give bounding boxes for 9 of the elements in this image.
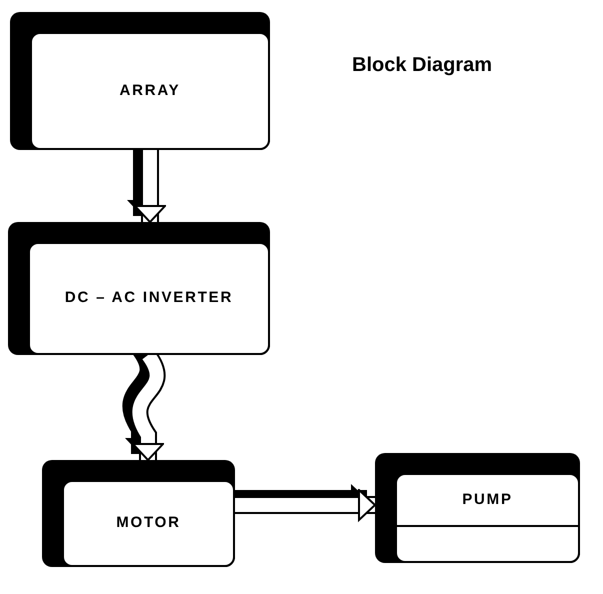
block-box: [42, 460, 235, 567]
block-label: ARRAY: [120, 80, 180, 101]
block-label: PUMP: [462, 490, 513, 510]
block-box: [8, 222, 270, 355]
block-label: MOTOR: [116, 513, 181, 534]
block-box: [375, 453, 580, 563]
block-box: [10, 12, 270, 150]
diagram-title: Block Diagram: [352, 53, 492, 78]
block-label: DC – AC INVERTER: [64, 288, 234, 308]
